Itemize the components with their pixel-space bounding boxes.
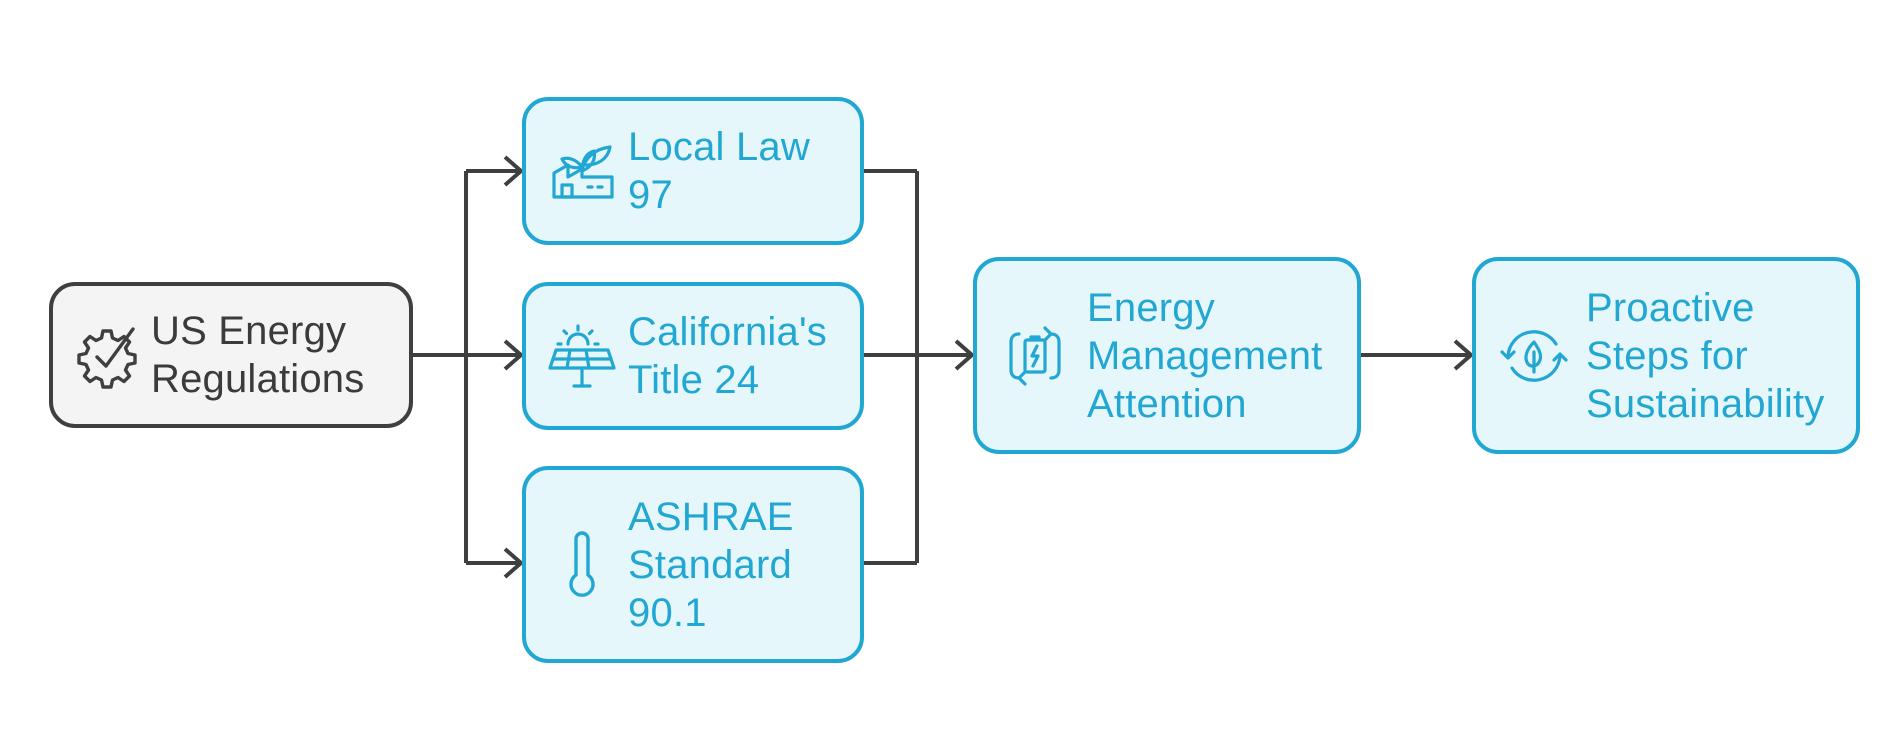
- recycle-leaf-icon: [1500, 322, 1568, 390]
- node-label: Proactive Steps for Sustainability: [1586, 285, 1825, 426]
- node-label: Local Law 97: [628, 125, 810, 217]
- node-label: US Energy Regulations: [151, 309, 365, 401]
- node-label: ASHRAE Standard 90.1: [628, 494, 794, 635]
- node-proactive-steps: Proactive Steps for Sustainability: [1472, 257, 1860, 454]
- gear-check-icon: [73, 321, 141, 389]
- node-local-law-97: Local Law 97: [522, 97, 864, 245]
- node-ashrae-standard: ASHRAE Standard 90.1: [522, 466, 864, 663]
- arrowhead-title-24: [503, 339, 525, 371]
- node-label: California's Title 24: [628, 310, 828, 402]
- green-factory-icon: [548, 137, 616, 205]
- node-energy-management-attention: Energy Management Attention: [973, 257, 1361, 454]
- thermometer-icon: [548, 530, 616, 599]
- arrowhead-proactive: [1453, 339, 1475, 371]
- node-california-title-24: California's Title 24: [522, 282, 864, 430]
- solar-panel-icon: [548, 322, 616, 390]
- arrowhead-local-law-97: [503, 155, 525, 187]
- battery-recycle-icon: [1001, 322, 1069, 390]
- node-label: Energy Management Attention: [1087, 285, 1323, 426]
- arrowhead-ashrae: [503, 547, 525, 579]
- node-us-energy-regulations: US Energy Regulations: [49, 282, 413, 428]
- arrowhead-energy-management: [954, 339, 976, 371]
